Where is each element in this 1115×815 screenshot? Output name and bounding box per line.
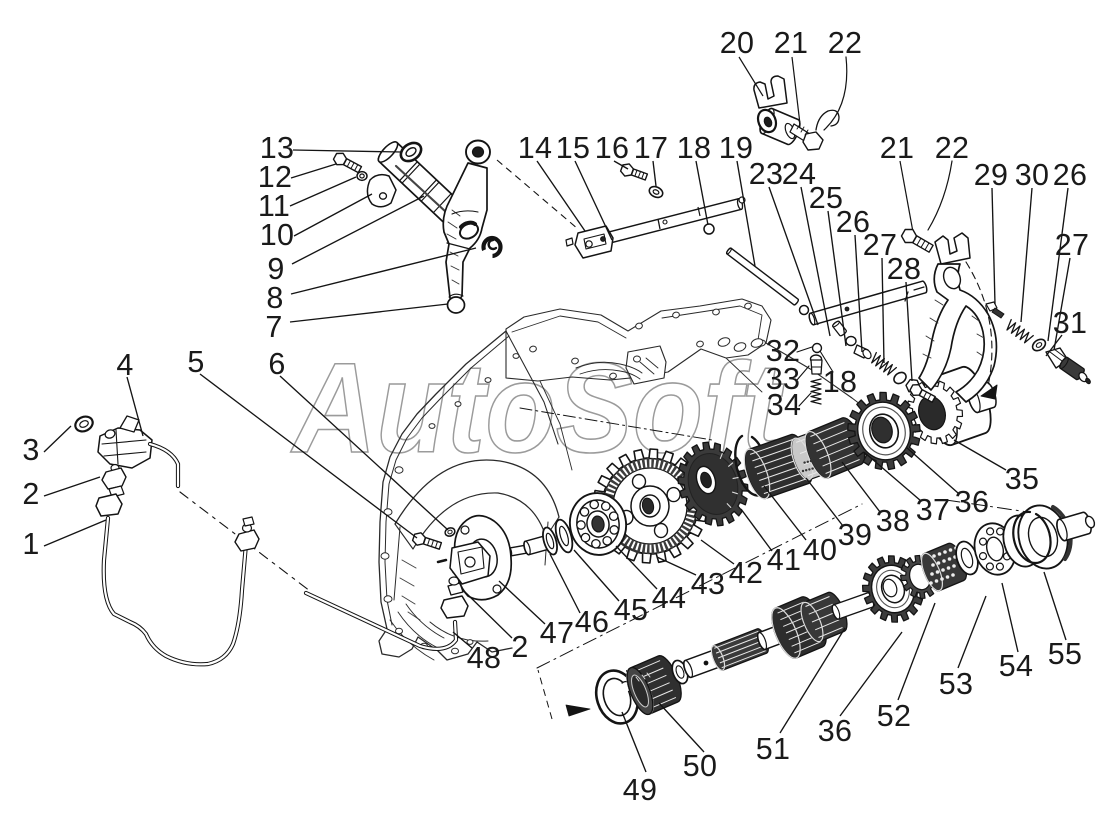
svg-text:10: 10 bbox=[260, 218, 295, 252]
svg-text:18: 18 bbox=[823, 365, 858, 399]
svg-text:35: 35 bbox=[1005, 462, 1040, 496]
svg-text:16: 16 bbox=[595, 131, 630, 165]
svg-text:55: 55 bbox=[1048, 637, 1083, 671]
svg-text:15: 15 bbox=[556, 131, 591, 165]
svg-text:42: 42 bbox=[729, 556, 764, 590]
svg-text:4: 4 bbox=[116, 348, 133, 382]
svg-text:22: 22 bbox=[935, 131, 970, 165]
svg-text:43: 43 bbox=[691, 567, 726, 601]
svg-text:14: 14 bbox=[518, 131, 553, 165]
svg-text:33: 33 bbox=[766, 362, 801, 396]
svg-text:31: 31 bbox=[1053, 306, 1088, 340]
svg-text:47: 47 bbox=[540, 616, 575, 650]
svg-text:36: 36 bbox=[818, 714, 853, 748]
svg-text:28: 28 bbox=[887, 252, 922, 286]
svg-text:13: 13 bbox=[260, 131, 295, 165]
svg-text:6: 6 bbox=[268, 347, 285, 381]
svg-text:41: 41 bbox=[767, 543, 802, 577]
svg-text:48: 48 bbox=[467, 641, 502, 675]
svg-text:52: 52 bbox=[877, 699, 912, 733]
svg-text:24: 24 bbox=[782, 157, 817, 191]
svg-text:51: 51 bbox=[756, 732, 791, 766]
svg-text:8: 8 bbox=[266, 281, 283, 315]
svg-text:54: 54 bbox=[999, 649, 1034, 683]
svg-text:44: 44 bbox=[652, 581, 687, 615]
svg-text:22: 22 bbox=[828, 26, 863, 60]
svg-text:2: 2 bbox=[511, 630, 528, 664]
svg-text:53: 53 bbox=[939, 667, 974, 701]
svg-text:26: 26 bbox=[1053, 158, 1088, 192]
svg-text:32: 32 bbox=[766, 334, 801, 368]
svg-text:36: 36 bbox=[955, 485, 990, 519]
svg-text:18: 18 bbox=[677, 131, 712, 165]
svg-text:40: 40 bbox=[803, 533, 838, 567]
svg-text:19: 19 bbox=[719, 131, 754, 165]
svg-text:20: 20 bbox=[720, 26, 755, 60]
svg-text:2: 2 bbox=[22, 477, 39, 511]
svg-text:3: 3 bbox=[22, 433, 39, 467]
svg-text:7: 7 bbox=[265, 310, 282, 344]
svg-text:27: 27 bbox=[1055, 228, 1090, 262]
svg-text:12: 12 bbox=[258, 160, 293, 194]
svg-text:46: 46 bbox=[575, 605, 610, 639]
svg-text:30: 30 bbox=[1015, 158, 1050, 192]
svg-text:21: 21 bbox=[880, 131, 915, 165]
svg-text:38: 38 bbox=[876, 504, 911, 538]
svg-text:45: 45 bbox=[614, 593, 649, 627]
svg-text:21: 21 bbox=[774, 26, 809, 60]
svg-text:39: 39 bbox=[838, 518, 873, 552]
svg-text:23: 23 bbox=[749, 157, 784, 191]
svg-text:27: 27 bbox=[863, 228, 898, 262]
svg-text:9: 9 bbox=[267, 252, 284, 286]
svg-text:37: 37 bbox=[916, 493, 951, 527]
svg-text:26: 26 bbox=[836, 205, 871, 239]
svg-text:34: 34 bbox=[767, 388, 802, 422]
svg-text:49: 49 bbox=[623, 773, 658, 807]
svg-text:29: 29 bbox=[974, 158, 1009, 192]
svg-text:11: 11 bbox=[258, 189, 290, 223]
svg-text:17: 17 bbox=[634, 131, 669, 165]
svg-text:25: 25 bbox=[809, 181, 844, 215]
svg-text:5: 5 bbox=[187, 345, 204, 379]
svg-text:1: 1 bbox=[22, 527, 39, 561]
svg-text:50: 50 bbox=[683, 749, 718, 783]
